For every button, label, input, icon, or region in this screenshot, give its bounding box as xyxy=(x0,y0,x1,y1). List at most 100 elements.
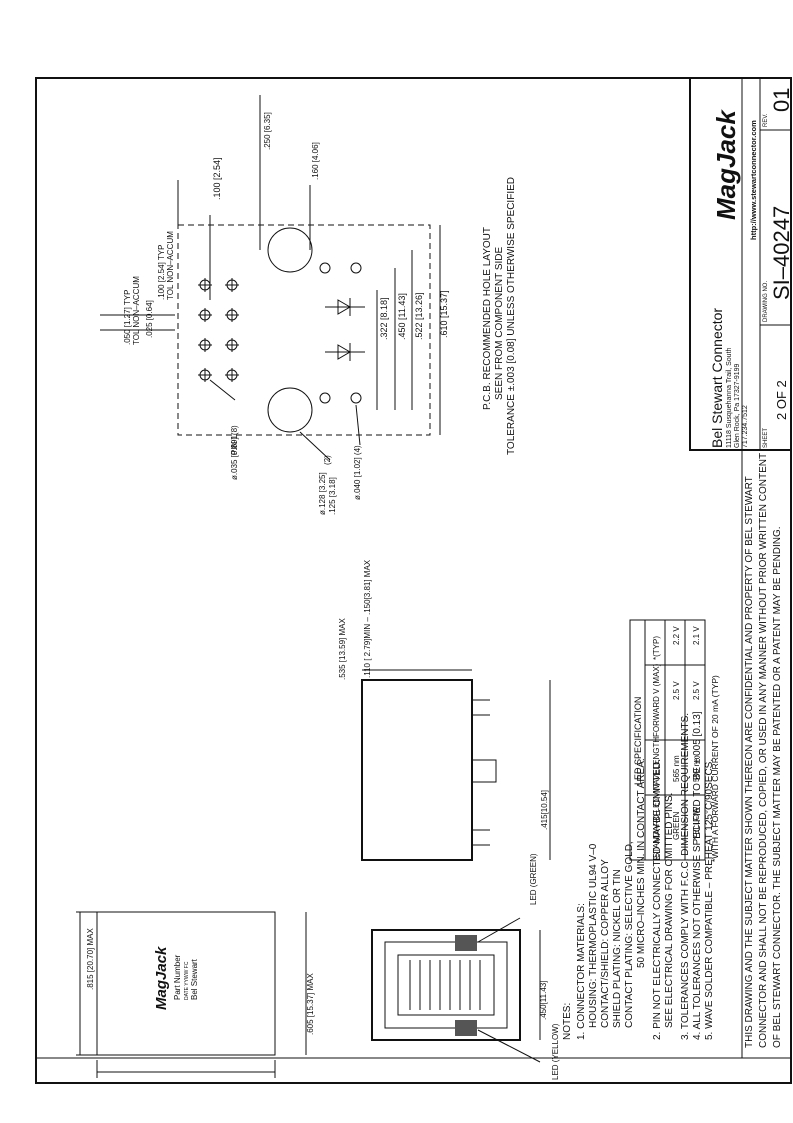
note-line: 2. PIN NOT ELECTRICALLY CONNECTED MAYBE … xyxy=(652,759,663,1040)
confidential-line-3: OF BEL STEWART CONNECTOR. THE SUBJECT MA… xyxy=(772,526,783,1048)
dim-050-note: TOL NON–ACCUM xyxy=(132,276,141,345)
led-hole xyxy=(319,392,331,404)
side-view: MagJack Part Number DATE YYWW FC Bel Ste… xyxy=(76,911,315,1078)
hole-035-callout: ø.035 [0.89] (8) xyxy=(230,425,239,480)
table-cell: 2.5 V xyxy=(692,681,701,700)
top-view-depth-dim: .415[10.54] xyxy=(540,790,549,830)
pcb-caption-1: P.C.B. RECOMMENDED HOLE LAYOUT xyxy=(482,227,493,410)
company-name: Bel Stewart Connector xyxy=(709,308,725,448)
dim-610: .610 [15.37] xyxy=(439,290,449,338)
pcb-outline xyxy=(177,224,431,436)
table-cell: 590 nm xyxy=(692,755,701,782)
hole-128-count: (2) xyxy=(323,455,332,465)
pcb-layout: .050 [1.27] TYP TOL NON–ACCUM .025 [0.64… xyxy=(100,95,517,515)
title-block xyxy=(689,77,792,451)
dim-100-note: TOL NON–ACCUM xyxy=(166,231,175,300)
led-green-window xyxy=(455,935,477,951)
led-hole xyxy=(350,392,362,404)
hole-128-top: ø.128 [3.25] xyxy=(318,472,327,515)
note-line: 1. CONNECTOR MATERIALS: xyxy=(576,903,587,1040)
note-line: CONTACT/SHIELD: COPPER ALLOY xyxy=(600,859,611,1028)
top-view-standoff-dim: .110 [ 2.79]MIN – .150[3.81] MAX xyxy=(363,559,372,678)
company-url: http://www.stewartconnector.com xyxy=(749,120,758,240)
table-title: LED SPECIFICATION xyxy=(633,697,643,785)
dim-450: .450 [11.43] xyxy=(397,293,407,340)
side-view-width-dim: .605 [15.37] MAX xyxy=(306,973,315,1035)
table-header: STANDARD LED xyxy=(652,797,661,858)
dim-025: .025 [0.64] xyxy=(145,300,154,338)
hole-128-bot: .125 [3.18] xyxy=(328,477,337,515)
dim-522: .522 [13.26] xyxy=(414,292,424,340)
pin1-label: PIN 1 xyxy=(230,434,239,455)
led-spec-table: LED SPECIFICATION STANDARD LED WAVELENGT… xyxy=(629,619,720,862)
note-line: SEE ELECTRICAL DRAWING FOR OMITTED PINS. xyxy=(664,793,675,1028)
table-cell: 2.5 V xyxy=(672,681,681,700)
note-line: 4. ALL TOLERANCES NOT OTHERWISE SPECIFIE… xyxy=(692,711,703,1040)
table-header: FORWARD V (MAX) xyxy=(652,663,661,737)
led-yellow-label: LED (YELLOW) xyxy=(551,1023,560,1080)
pcb-caption-2: SEEN FROM COMPONENT SIDE xyxy=(494,247,505,400)
title-logo: MagJack xyxy=(711,109,741,220)
drawing-no-value: SI–40247 xyxy=(769,206,793,300)
front-view-body xyxy=(371,929,521,1041)
top-view: .415[10.54] .535 [13.59] MAX .110 [ 2.79… xyxy=(338,559,551,861)
note-line: 50 MICRO–INCHES MIN. IN CONTACT AREA. xyxy=(636,758,647,968)
drawing-no-label: DRAWING NO. xyxy=(763,281,769,322)
side-view-body xyxy=(96,911,276,1056)
drawing-border xyxy=(35,77,792,1084)
note-line: 5. WAVE SOLDER COMPATIBLE – PREHEAT 125°… xyxy=(704,759,715,1040)
dim-160: .160 [4.06] xyxy=(311,142,320,180)
mounting-hole xyxy=(267,227,313,273)
side-view-label-2: DATE YYWW FC xyxy=(184,961,190,1000)
note-line: CONTACT PLATING: SELECTIVE GOLD, xyxy=(624,841,635,1028)
side-view-label-1: Part Number xyxy=(173,954,182,1000)
pin-holes xyxy=(198,278,239,382)
note-line: 3. TOLERANCES COMPLY WITH F.C.C. DIMENSI… xyxy=(680,713,691,1040)
note-line: HOUSING: THERMOPLASTIC UL94 V–0 xyxy=(588,843,599,1028)
side-view-height-dim: .815 [20.70] MAX xyxy=(86,928,95,990)
rev-label: REV. xyxy=(763,113,769,127)
table-cell: YELLOW xyxy=(692,806,701,840)
front-view-height-dim: .450[11.43] xyxy=(539,981,548,1020)
address-line-3: 717.234.7512 xyxy=(742,405,749,448)
led-yellow-window xyxy=(455,1020,477,1036)
rj45-opening xyxy=(397,954,495,1016)
rev-value: 01 xyxy=(769,88,793,112)
notes-heading: NOTES: xyxy=(562,1003,573,1040)
table-footnote: *WITH A FORWARD CURRENT OF 20 mA (TYP) xyxy=(710,675,720,862)
confidential-line-2: CONNECTOR AND SHALL NOT BE REPRODUCED, C… xyxy=(758,453,769,1048)
post xyxy=(471,759,497,783)
address-line-1: 11118 Susquehanna Trail, South xyxy=(726,347,733,448)
dim-100typ: .100 [2.54] TYP xyxy=(157,245,166,300)
sheet-label: SHEET xyxy=(763,428,769,448)
led-hole xyxy=(350,262,362,274)
sheet-value: 2 OF 2 xyxy=(774,380,789,420)
diode-symbol xyxy=(325,298,365,316)
address-line-2: Glen Rock, Pa 17327-9199 xyxy=(734,363,741,448)
table-cell: 565 nm xyxy=(672,755,681,782)
mounting-hole xyxy=(267,387,313,433)
table-header: *(TYP) xyxy=(652,636,661,660)
dim-050: .050 [1.27] TYP xyxy=(123,290,132,345)
pcb-caption-3: TOLERANCE ±.003 [0.08] UNLESS OTHERWISE … xyxy=(506,177,517,455)
led-green-label: LED (GREEN) xyxy=(529,853,538,905)
table-cell: GREEN xyxy=(672,811,681,840)
confidential-line-1: THIS DRAWING AND THE SUBJECT MATTER SHOW… xyxy=(744,476,755,1048)
notes-block: NOTES: 1. CONNECTOR MATERIALS: HOUSING: … xyxy=(562,711,715,1040)
hole-040-callout: ø.040 [1.02] (4) xyxy=(353,445,362,500)
side-view-label-3: Bel Stewart xyxy=(190,958,199,1000)
table-cell: 2.1 V xyxy=(692,626,701,645)
top-view-body xyxy=(361,679,473,861)
side-view-logo: MagJack xyxy=(153,946,170,1010)
note-line: SHIELD PLATING: NICKEL OR TIN xyxy=(612,869,623,1028)
led-hole xyxy=(319,262,331,274)
dim-100: .100 [2.54] xyxy=(212,157,222,200)
front-view: LED (GREEN) LED (YELLOW) .450[11.43] xyxy=(371,853,560,1080)
diode-symbol xyxy=(325,343,365,361)
top-view-width-dim: .535 [13.59] MAX xyxy=(338,618,347,680)
table-cell: 2.2 V xyxy=(672,626,681,645)
table-header: WAVELENGTH xyxy=(652,737,661,792)
dim-250: .250 [6.35] xyxy=(263,112,272,150)
dim-322: .322 [8.18] xyxy=(379,297,389,340)
